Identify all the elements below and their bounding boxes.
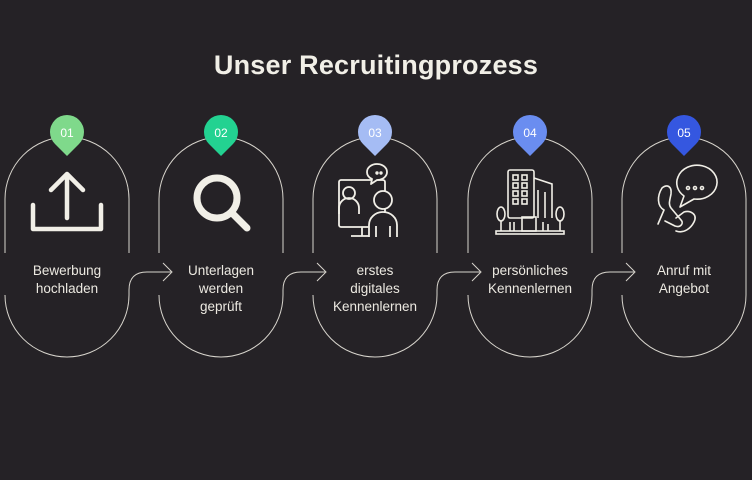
- step-1: [4, 114, 173, 358]
- step-3: [312, 114, 482, 358]
- office-building-icon: [495, 169, 565, 235]
- step-number: 01: [60, 126, 74, 140]
- step-number: 04: [523, 126, 537, 140]
- pill-outline-bottom: [621, 253, 747, 358]
- step-label-line: Bewerbung: [32, 263, 102, 278]
- step-label-line: hochladen: [35, 281, 99, 296]
- phone-call-icon: [657, 164, 718, 233]
- step-badge-pin: [203, 114, 238, 156]
- connector-arrow: [158, 262, 327, 358]
- step-number: 03: [368, 126, 382, 140]
- search-icon: [193, 174, 251, 232]
- page-title: Unser Recruitingprozess: [213, 50, 539, 80]
- step-label-line: Angebot: [658, 281, 710, 296]
- step-4: [467, 114, 636, 358]
- connector-arrow: [467, 262, 636, 358]
- step-label-line: digitales: [350, 281, 400, 296]
- step-number: 02: [214, 126, 228, 140]
- step-label-line: geprüft: [199, 299, 243, 314]
- step-badge-pin: [666, 114, 701, 156]
- step-badge-pin: [50, 114, 85, 156]
- connector-arrow: [4, 262, 173, 358]
- step-label-line: erstes: [356, 263, 394, 278]
- upload-icon: [30, 171, 104, 232]
- step-label-line: Anruf mit: [656, 263, 711, 278]
- step-label: Unterlagen werden geprüft: [159, 262, 283, 316]
- connector-arrow: [312, 262, 482, 358]
- step-5: [621, 114, 747, 358]
- step-label-line: persönliches: [492, 263, 568, 278]
- step-label-line: werden: [198, 281, 244, 296]
- step-2: [158, 114, 327, 358]
- step-number: 05: [677, 126, 691, 140]
- step-badge-pin: [513, 114, 547, 156]
- step-label-line: Kennenlernen: [332, 299, 418, 314]
- step-label-line: Kennenlernen: [487, 281, 573, 296]
- step-label-line: Unterlagen: [187, 263, 255, 278]
- step-badge-pin: [358, 114, 392, 156]
- step-label: Bewerbung hochladen: [5, 262, 129, 298]
- video-call-icon: [338, 163, 398, 237]
